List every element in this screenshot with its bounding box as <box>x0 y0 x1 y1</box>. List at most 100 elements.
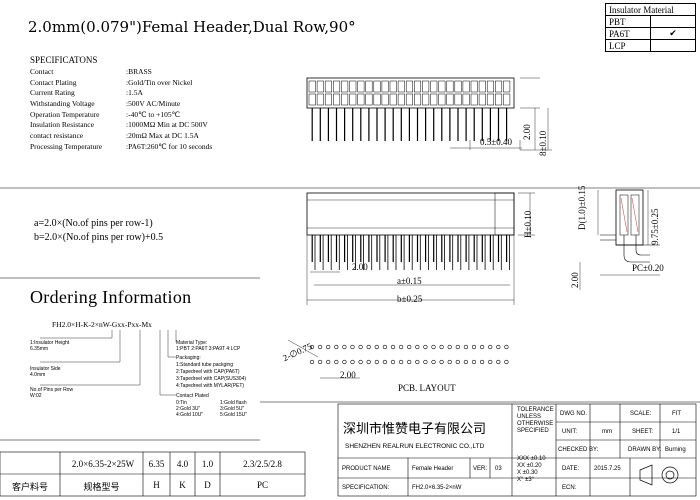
spec-value: FH2.0×6.35-2×nW <box>412 485 462 491</box>
tol-1: XXX ±0.10 <box>517 456 546 462</box>
dwg-no-label: DWG NO. <box>560 411 587 417</box>
header-cell <box>316 80 324 93</box>
pcb-hole <box>374 359 379 365</box>
dim-h-010: H±0.10 <box>523 210 533 238</box>
spec-label: Current Rating <box>30 88 75 97</box>
plated-1: 1:Gold flash <box>220 400 247 406</box>
product-value: Female Header <box>412 466 454 472</box>
spec-row: Operation Temperature:-40℃ to +105℃ <box>30 110 180 119</box>
spec-label: Contact <box>30 67 54 76</box>
header-cell <box>495 93 503 106</box>
spec-row: Insulation Resistance:1000MΩ Min at DC 5… <box>30 120 208 129</box>
pcb-hole <box>447 344 452 350</box>
tol-label-2: UNLESS <box>517 414 542 420</box>
header-cell <box>462 80 470 93</box>
pcb-hole <box>342 359 347 365</box>
pcb-hole <box>488 359 493 365</box>
header-cell <box>333 80 341 93</box>
tol-2: XX ±0.20 <box>517 463 542 469</box>
pcb-hole <box>399 359 404 365</box>
header-cell <box>414 80 422 93</box>
pcb-hole <box>318 359 323 365</box>
tol-3: X ±0.30 <box>517 470 538 476</box>
pcb-hole <box>350 359 355 365</box>
unit-label: UNIT: <box>562 429 577 435</box>
header-cell <box>389 80 397 93</box>
note-insulator-side-v: 4.0mm <box>30 372 46 378</box>
note-insulator-height-v: 6.35mm <box>30 346 49 352</box>
pcb-hole <box>350 344 355 350</box>
pcb-hole <box>504 344 509 350</box>
plated-4: 4:Gold 10U" <box>176 412 204 418</box>
spec-value: :20mΩ Max at DC 1.5A <box>126 131 199 140</box>
scale-value: FIT <box>672 411 681 417</box>
dim-pc: PC±0.20 <box>632 263 664 273</box>
header-cell <box>381 80 389 93</box>
pcb-hole <box>504 359 509 365</box>
spec-row: Processing Temperature:PA6T:260℃ for 10 … <box>30 142 212 151</box>
header-cell <box>470 93 478 106</box>
part-pc: 2.3/2.5/2.8 <box>243 459 282 469</box>
header-cell <box>486 93 494 106</box>
header-cell <box>381 93 389 106</box>
header-cell <box>422 93 430 106</box>
pcb-hole <box>358 344 363 350</box>
specs-heading: SPECIFICATONS <box>30 55 98 65</box>
material-head: Material Type: <box>176 340 208 346</box>
header-cell <box>349 80 357 93</box>
drawing-title: 2.0mm(0.079")Femal Header,Dual Row,90° <box>28 18 356 36</box>
pcb-hole <box>366 344 371 350</box>
pcb-hole <box>423 344 428 350</box>
packaging-head: Packaging: <box>176 355 201 361</box>
header-cell <box>462 93 470 106</box>
ordering-code: FH2.0×H-K-2×nW-Gxx-Pxx-Mx <box>52 320 152 329</box>
plated-5: 5:Gold 15U" <box>220 412 248 418</box>
hdr-spec-model: 规格型号 <box>83 482 120 492</box>
pcb-hole <box>382 359 388 365</box>
spec-value: :500V AC/Minute <box>126 99 181 108</box>
header-cell <box>357 93 365 106</box>
spec-value: :1000MΩ Min at DC 500V <box>126 120 208 129</box>
spec-value: :PA6T:260℃ for 10 seconds <box>126 142 213 151</box>
dim-8-010: 8±0.10 <box>538 130 548 156</box>
front-view-header <box>306 192 515 270</box>
dim-2-00-top: 2.00 <box>522 124 532 140</box>
unit-value: mm <box>602 429 612 435</box>
pcb-hole <box>399 344 404 350</box>
drawn-value: Burning <box>665 447 686 453</box>
part-d: 1.0 <box>201 459 214 469</box>
header-cell <box>308 93 316 106</box>
date-value: 2015.7.25 <box>594 466 621 472</box>
pcb-hole <box>463 344 469 350</box>
dim-2-00-pcb: 2.00 <box>340 370 356 380</box>
insulator-material-table: Insulator Material PBT PA6T✔ LCP <box>605 3 696 52</box>
header-cell <box>438 80 446 93</box>
header-cell <box>503 93 511 106</box>
pcb-hole <box>471 344 477 350</box>
header-cell <box>430 80 438 93</box>
header-cell <box>308 80 316 93</box>
pcb-hole <box>431 344 436 350</box>
hdr-k: K <box>179 480 186 490</box>
spec-value: :-40℃ to +105℃ <box>126 110 180 119</box>
pcb-hole <box>309 359 315 365</box>
header-cell <box>405 80 413 93</box>
header-cell <box>349 93 357 106</box>
note-pins-per-row-v: W:02 <box>30 393 42 399</box>
hdr-customer-part: 客户料号 <box>11 482 48 492</box>
pcb-hole <box>439 344 444 350</box>
pcb-hole <box>366 359 371 365</box>
header-cell <box>324 93 332 106</box>
header-cell <box>454 80 462 93</box>
spec-value: :Gold/Tin over Nickel <box>126 78 193 87</box>
pcb-hole <box>374 344 379 350</box>
pcb-hole <box>439 359 444 365</box>
plated-0: 0:Tin <box>176 400 187 406</box>
top-view-header <box>306 77 515 141</box>
material-list: 1:PBT 2:PA6T 3:PA9T 4:LCP <box>176 346 241 352</box>
pcb-hole <box>480 359 485 365</box>
header-cell <box>316 93 324 106</box>
packaging-2: 2:Tapedreel with CAP(PA6T) <box>176 369 240 375</box>
header-cell <box>341 80 349 93</box>
formula-b: b=2.0×(No.of pins per row)+0.5 <box>34 232 164 243</box>
